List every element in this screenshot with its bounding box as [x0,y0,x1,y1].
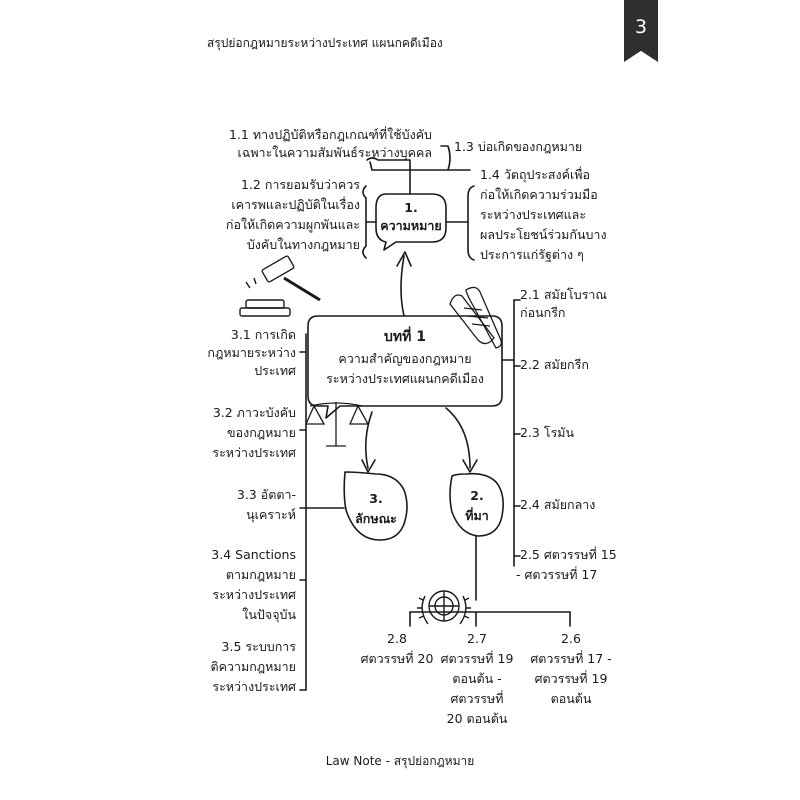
meaning-item-1-1-line1: 1.1 ทางปฏิบัติหรือกฎเกณฑ์ที่ใช้บังคับ [229,127,432,142]
character-item-3-2-line2: ของกฎหมาย [227,425,296,440]
meaning-item-1-4-line5: ประการแก่รัฐต่าง ๆ [480,247,584,262]
character-item-3-1-line1: 3.1 การเกิด [230,327,296,342]
source-item-2-7-line5: 20 ตอนต้น [446,711,508,726]
footer-text: Law Note - สรุปย่อกฎหมาย [325,754,475,768]
character-item-3-3-line2: นุเคราะห์ [246,507,296,522]
arrow-to-source [445,407,471,469]
meaning-bubble [375,193,447,251]
center-bubble [307,315,503,419]
link-1-1 [366,157,411,195]
center-title: บทที่ 1 [384,329,426,345]
arrow-head-character [361,459,376,473]
line-1-1 [369,161,471,171]
source-item-2-6-line3: ศตวรรษที่ 19 [534,671,608,686]
meaning-item-1-2-line1: 1.2 การยอมรับว่าควร [240,177,360,192]
meaning-item-1-2-line2: เคารพและปฏิบัติในเรื่อง [231,197,360,212]
character-item-3-4-line1: 3.4 Sanctions [211,547,296,562]
meaning-item-1-2-line4: บังคับในทางกฎหมาย [246,237,360,252]
source-item-2-6-line2: ศตวรรษที่ 17 - [530,651,612,666]
source-spine [501,299,515,567]
source-item-2-6-line1: 2.6 [561,631,581,646]
source-item-2-3: 2.3 โรมัน [520,425,575,440]
link-1-3 [440,145,451,171]
source-item-2-8-line2: ศตวรรษที่ 20 [360,651,434,666]
source-bubble [449,472,504,537]
arrow-to-meaning [400,255,405,317]
character-item-3-2-line1: 3.2 ภาวะบังคับ [212,405,296,420]
meaning-item-1-4-line1: 1.4 วัตถุประสงค์เพื่อ [480,167,591,182]
source-node-label: ที่มา [465,508,489,523]
gavel-icon [239,255,321,317]
character-item-3-5-line2: ติความกฎหมาย [210,659,296,674]
character-item-3-5-line1: 3.5 ระบบการ [221,639,296,654]
character-bubble [343,471,408,541]
arrow-head-meaning [396,251,412,267]
meaning-item-1-3: 1.3 บ่อเกิดของกฎหมาย [454,139,583,154]
character-item-3-5-line3: ระหว่างประเทศ [212,679,296,694]
scroll-icon [449,286,502,349]
source-item-2-1-line2: ก่อนกรีก [520,305,566,320]
source-item-2-7-line4: ศตวรรษที่ [450,691,504,706]
character-item-3-4-line2: ตามกฎหมาย [225,567,296,582]
source-item-2-7-line3: ตอนต้น - [452,671,502,686]
character-item-3-4-line4: ในปัจจุบัน [242,607,296,622]
character-spine [299,333,307,691]
source-item-2-7-line1: 2.7 [467,631,487,646]
un-emblem-icon [417,590,471,625]
scales-icon [304,402,370,447]
meaning-item-1-1-line2: เฉพาะในความสัมพันธ์ระหว่างบุคคล [237,145,432,160]
meaning-item-1-4-line4: ผลประโยชน์ร่วมกันบาง [480,227,607,242]
character-item-3-4-line3: ระหว่างประเทศ [212,587,296,602]
meaning-node-label: ความหมาย [380,218,442,233]
meaning-item-1-4-line2: ก่อให้เกิดความร่วมมือ [480,187,598,202]
bracket-1-4 [467,185,475,261]
center-line1: ความสำคัญของกฎหมาย [338,351,472,366]
meaning-item-1-4-line3: ระหว่างประเทศและ [480,207,587,222]
character-item-3-3-line1: 3.3 อัตตา- [236,487,296,502]
character-node-label: ลักษณะ [355,511,397,526]
source-node-number: 2. [470,488,484,503]
character-node-number: 3. [369,491,383,506]
source-item-2-7-line2: ศตวรรษที่ 19 [440,651,514,666]
meaning-item-1-2-line3: ก่อให้เกิดความผูกพันและ [225,217,360,232]
source-item-2-5-line2: - ศตวรรษที่ 17 [516,567,598,582]
source-item-2-1-line1: 2.1 สมัยโบราณ [520,287,608,302]
source-item-2-5-line1: 2.5 ศตวรรษที่ 15 [520,547,617,562]
page-number: 3 [634,16,648,38]
source-item-2-2: 2.2 สมัยกรีก [520,357,589,372]
character-item-3-1-line3: ประเทศ [254,363,296,378]
meaning-node-number: 1. [404,200,418,215]
source-item-2-6-line4: ตอนต้น [550,691,592,706]
source-item-2-4: 2.4 สมัยกลาง [520,497,596,512]
character-item-3-2-line3: ระหว่างประเทศ [212,445,296,460]
source-item-2-8-line1: 2.8 [387,631,407,646]
arrow-to-character [364,411,373,469]
header-title: สรุปย่อกฎหมายระหว่างประเทศ แผนกคดีเมือง [207,36,443,50]
center-line2: ระหว่างประเทศแผนกคดีเมือง [326,371,484,386]
character-item-3-1-line2: กฎหมายระหว่าง [207,345,296,360]
arrow-head-source [462,459,478,473]
